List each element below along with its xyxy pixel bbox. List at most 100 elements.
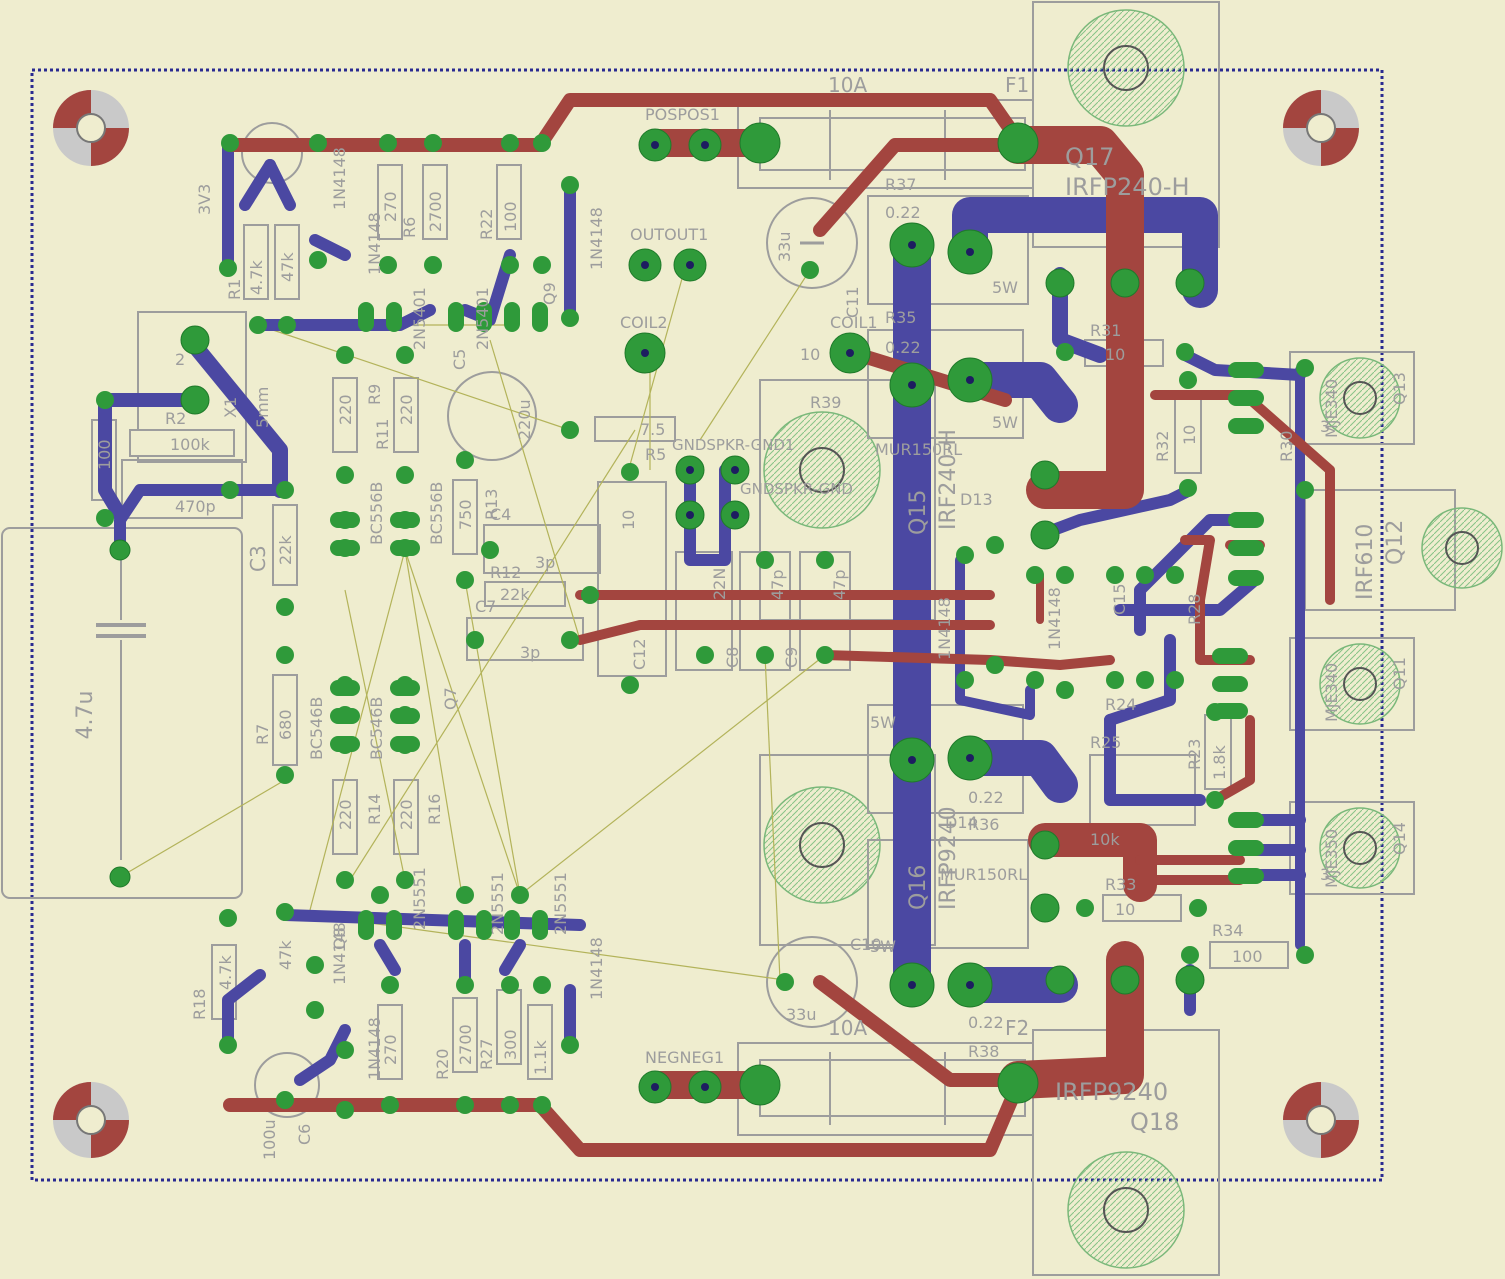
r38-label: R38: [968, 1042, 999, 1061]
r6-body[interactable]: [377, 164, 403, 240]
q14-ref: Q14: [1390, 822, 1409, 855]
c8-outline[interactable]: [675, 551, 733, 671]
r34-body[interactable]: [1209, 941, 1289, 969]
q17-ref: Q17: [1065, 143, 1114, 171]
q8-label: Q8: [330, 927, 349, 950]
r14-body[interactable]: [332, 779, 358, 855]
r20-value: 2700: [456, 1024, 475, 1065]
r31-label: R31: [1090, 321, 1121, 340]
r36-value: 0.22: [968, 788, 1004, 807]
q9-label: Q9: [540, 282, 559, 305]
c10-label: C10: [850, 935, 882, 954]
q14-part: MJE350: [1322, 829, 1341, 888]
c4-label: C4: [490, 505, 511, 524]
r30-label: R30: [1277, 431, 1296, 462]
r12-value: 22k: [500, 585, 530, 604]
r39-label: R39: [810, 393, 841, 412]
r13-body[interactable]: [452, 479, 478, 555]
r22-body[interactable]: [496, 164, 522, 240]
r17-body[interactable]: [377, 1004, 403, 1080]
fuse-f2-rating: 10A: [828, 1016, 867, 1040]
r3-body[interactable]: [272, 504, 298, 586]
d13-label: D13: [960, 490, 993, 509]
r5-body[interactable]: [594, 416, 676, 442]
d-1n4148-e: 1N4148: [1045, 587, 1064, 650]
r27-body[interactable]: [496, 989, 522, 1065]
gnd-label: GNDSPKR-GND1: [672, 436, 795, 454]
r1-value: 4.7k: [247, 260, 266, 295]
board-outline: [30, 68, 1384, 1182]
big-capacitor-value: 4.7u: [73, 691, 98, 740]
r35-power: 5W: [992, 278, 1018, 297]
cap-33u-top[interactable]: [766, 197, 858, 289]
r27-value: 300: [501, 1029, 520, 1060]
r14-label: R14: [365, 794, 384, 825]
cap-c6[interactable]: [254, 1052, 320, 1118]
q12-ref: Q12: [1383, 520, 1408, 565]
c5-label: C5: [450, 349, 469, 370]
r11-label: R11: [373, 419, 392, 450]
r2-label: R2: [165, 409, 186, 428]
r9-body[interactable]: [332, 377, 358, 453]
q16-part: IRFP9240: [936, 806, 961, 910]
q18-outline[interactable]: [1032, 1029, 1220, 1276]
c15-label: C15: [1110, 583, 1129, 615]
r1-label: R1: [225, 279, 244, 300]
r11-value: 220: [397, 394, 416, 425]
pad-holes: [641, 141, 974, 1091]
bc556-a: BC556B: [367, 482, 386, 545]
r3-value: 47k: [278, 252, 297, 282]
c9-label: C9: [782, 647, 801, 668]
oval-pads: [330, 302, 1264, 940]
r3b-body[interactable]: [274, 224, 300, 300]
c7-value: 3p: [520, 643, 540, 662]
cap-c5[interactable]: [447, 371, 537, 461]
r12-body[interactable]: [484, 581, 566, 607]
r23-body[interactable]: [1204, 714, 1232, 790]
r16-value: 220: [397, 799, 416, 830]
r11-body[interactable]: [393, 377, 419, 453]
c4-value: 3p: [535, 553, 555, 572]
r18-value: 4.7k: [216, 955, 235, 990]
r15-body[interactable]: [527, 1004, 553, 1080]
q16-outline[interactable]: [759, 754, 936, 946]
r2-body[interactable]: [129, 429, 235, 457]
cap-33u-top-label: 33u: [775, 232, 794, 263]
r32-body[interactable]: [1174, 394, 1202, 474]
fuse-f2-ref: F2: [1005, 1016, 1029, 1040]
cap-c1[interactable]: [241, 122, 303, 184]
d-3v3-label: 3V3: [195, 184, 214, 215]
cap-33u-bottom[interactable]: [766, 936, 858, 1028]
c12-outline[interactable]: [597, 481, 667, 677]
q11-outline[interactable]: [1289, 637, 1415, 731]
q13-outline[interactable]: [1289, 351, 1415, 445]
q17-part: IRFP240-H: [1065, 173, 1190, 201]
r12-label: R12: [490, 563, 521, 582]
r7-body[interactable]: [272, 674, 298, 766]
r2700-body[interactable]: [422, 164, 448, 240]
x1-outline[interactable]: [137, 311, 247, 463]
r6-label: R6: [400, 217, 419, 238]
fuse-f1-ref: F1: [1005, 73, 1029, 97]
d14-label: D14: [945, 813, 978, 832]
mount-hole-bottom-left: [53, 1082, 129, 1158]
q12-outline[interactable]: [1304, 489, 1503, 611]
c10-power: 5W: [870, 937, 896, 956]
r1-body[interactable]: [243, 224, 269, 300]
c10-outline[interactable]: [867, 839, 1029, 949]
r35-outline[interactable]: [867, 195, 1029, 305]
r38-value: 0.22: [968, 1013, 1004, 1032]
r20-body[interactable]: [452, 997, 478, 1073]
coil2-label: COIL2: [620, 313, 668, 332]
q14-outline[interactable]: [1289, 801, 1415, 895]
r2700-value: 2700: [426, 191, 445, 232]
big-capacitor[interactable]: 4.7u: [1, 527, 243, 899]
q15-outline[interactable]: [759, 379, 936, 621]
c12-value: 10: [619, 510, 638, 530]
x1-sub-label: 5mm: [253, 387, 272, 428]
q13-part: MJE340: [1322, 379, 1341, 438]
r5-value: 7.5: [640, 420, 665, 439]
c9-value: 47p: [768, 569, 787, 600]
r23-value: 1.8k: [1210, 745, 1229, 780]
r20-label: R20: [433, 1049, 452, 1080]
